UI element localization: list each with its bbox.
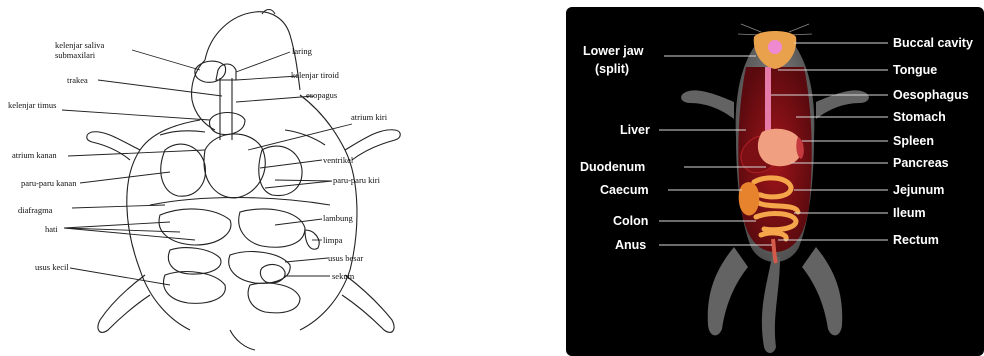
label-oesophagus: Oesophagus	[893, 88, 969, 102]
label-paru-paru-kanan: paru-paru kanan	[21, 179, 76, 188]
label-lower-jaw: Lower jaw	[583, 44, 643, 58]
label-spleen: Spleen	[893, 134, 934, 148]
label-kelenjar-timus: kelenjar timus	[8, 101, 56, 110]
label-esopagus: esopagus	[306, 91, 337, 100]
label-kelenjar-saliva: kelenjar saliva	[55, 41, 104, 50]
label-stomach: Stomach	[893, 110, 946, 124]
rat-xray-drawing	[566, 7, 984, 356]
label-colon: Colon	[613, 214, 648, 228]
label-split: (split)	[595, 62, 629, 76]
label-rectum: Rectum	[893, 233, 939, 247]
label-usus-besar: usus besar	[328, 254, 363, 263]
label-ileum: Ileum	[893, 206, 926, 220]
label-diafragma: diafragma	[18, 206, 52, 215]
label-kelenjar-tiroid: kelenjar tiroid	[291, 71, 339, 80]
label-sekum: sekum	[332, 272, 354, 281]
label-pancreas: Pancreas	[893, 156, 949, 170]
label-tongue: Tongue	[893, 63, 937, 77]
label-atrium-kanan: atrium kanan	[12, 151, 57, 160]
label-buccal-cavity: Buccal cavity	[893, 36, 973, 50]
label-submaxilari: submaxilari	[55, 51, 95, 60]
label-liver: Liver	[620, 123, 650, 137]
rat-anatomy-line-drawing: kelenjar saliva submaxilari laring kelen…	[0, 0, 430, 356]
rat-anatomy-xray-diagram: Lower jaw (split) Liver Duodenum Caecum …	[566, 7, 984, 356]
label-jejunum: Jejunum	[893, 183, 944, 197]
label-anus: Anus	[615, 238, 646, 252]
label-caecum: Caecum	[600, 183, 649, 197]
label-lambung: lambung	[323, 214, 353, 223]
label-duodenum: Duodenum	[580, 160, 645, 174]
label-laring: laring	[292, 47, 312, 56]
label-usus-kecil: usus kecil	[35, 263, 69, 272]
label-atrium-kiri: atrium kiri	[351, 113, 387, 122]
label-trakea: trakea	[67, 76, 88, 85]
label-hati: hati	[45, 225, 58, 234]
label-ventrikel: ventrikel	[323, 156, 353, 165]
label-limpa: limpa	[323, 236, 342, 245]
label-paru-paru-kiri: paru-paru kiri	[333, 176, 380, 185]
